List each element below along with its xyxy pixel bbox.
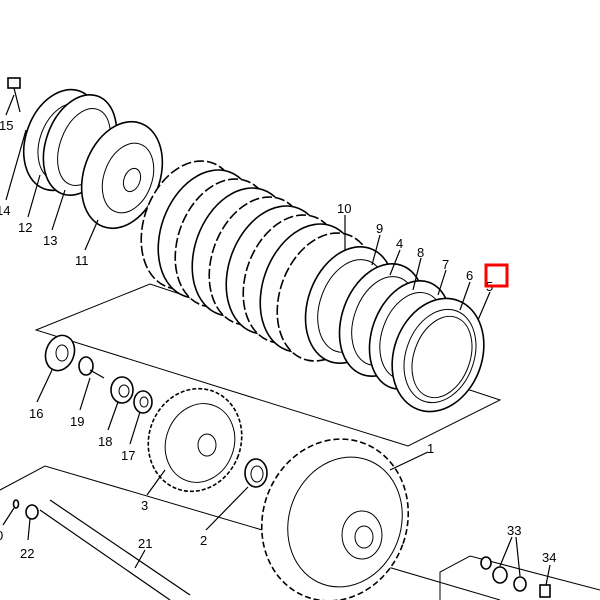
label-33: 33 [507,523,521,538]
label-18: 18 [98,434,112,449]
label-6: 6 [466,268,473,283]
part-bearing-16[interactable] [41,331,80,374]
label-15: 15 [0,118,13,133]
label-10: 10 [337,201,351,216]
label-8: 8 [417,245,424,260]
label-3: 3 [141,498,148,513]
part-bolt-34[interactable] [539,584,551,598]
label-17: 17 [121,448,135,463]
label-7: 7 [442,257,449,272]
leader-lines [2,94,551,586]
part-clutch-plate-stack[interactable] [124,147,392,375]
label-20: 0 [0,528,3,543]
label-13: 13 [43,233,57,248]
label-19: 19 [70,414,84,429]
part-washer-17[interactable] [133,390,153,414]
label-14: 14 [0,203,10,218]
label-16: 16 [29,406,43,421]
label-22: 22 [20,546,34,561]
part-shaft-21[interactable] [12,499,191,600]
label-11: 11 [75,253,89,268]
label-4: 4 [396,236,403,251]
label-12: 12 [18,220,32,235]
shaft-outline [0,465,501,600]
part-nuts-33[interactable] [480,556,527,592]
bracket-outline [439,555,600,600]
part-bolt-15[interactable] [7,77,21,113]
part-collar-18[interactable] [110,376,134,404]
part-housing-1[interactable] [239,418,430,600]
label-21: 21 [138,536,152,551]
part-washer-2[interactable] [244,458,268,488]
part-pressure-plates[interactable] [290,234,499,424]
label-1: 1 [427,441,434,456]
part-pin-19[interactable] [78,356,105,379]
label-9: 9 [376,221,383,236]
label-34: 34 [542,550,556,565]
highlight-box [484,263,509,288]
label-2: 2 [200,533,207,548]
part-gear-3[interactable] [134,375,256,504]
subassembly-outline [34,283,502,447]
